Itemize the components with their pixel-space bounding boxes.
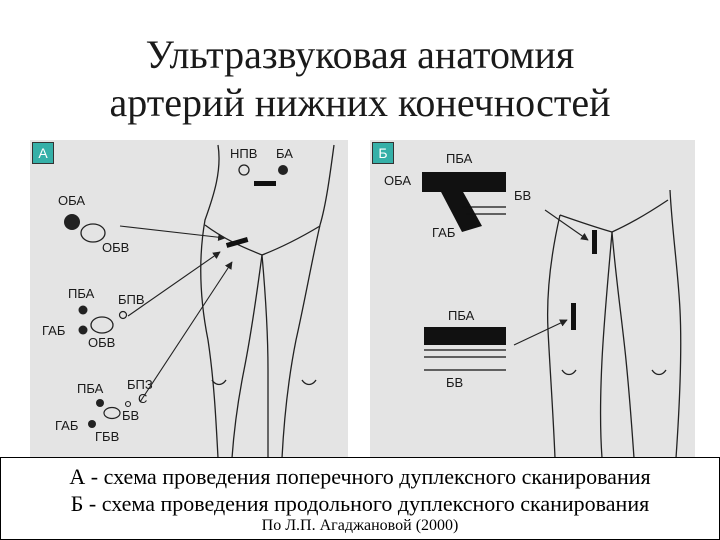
panel-a-legs-outline [200,144,335,459]
panel-b-arrows [513,209,589,346]
label-pba-2: ПБА [77,381,104,396]
panel-b-gab-branch [440,190,482,232]
label-gab-1: ГАБ [42,323,65,338]
caption-source: По Л.П. Агаджановой (2000) [261,517,459,534]
label-gab-2: ГАБ [55,418,78,433]
panel-b-pba-longitudinal-bar [424,327,506,345]
label-bpv: БПВ [118,292,145,307]
label-b-pba-top: ПБА [446,151,473,166]
label-c: С [138,391,147,406]
label-pba-1: ПБА [68,286,95,301]
pba2-vessel-icon [96,399,104,407]
panel-a-transverse-probe [225,237,249,248]
label-b-oba: ОБА [384,173,411,188]
label-b-pba-mid: ПБА [448,308,475,323]
panel-b-letter: Б [372,142,394,164]
label-obv: ОБВ [102,240,129,255]
label-bv: БВ [122,408,139,423]
npv-vessel-icon [238,164,250,176]
bpz-vessel-icon [124,400,132,408]
bpv-vessel-icon [118,310,128,320]
arrow-pba2-to-thigh [139,261,233,403]
panel-a-background [30,140,348,458]
label-gbv: ГБВ [95,429,119,444]
panel-b-legs-outline [546,189,682,459]
label-b-bv-top: БВ [514,188,531,203]
bv-vessel-icon [103,406,121,420]
ba-vessel-icon [278,165,288,175]
label-ba: БА [276,146,293,161]
label-oba: ОБА [58,193,85,208]
panel-a-top-vessels [238,164,288,186]
page-title-line-2: артерий нижних конечностей [109,80,611,125]
panel-b-background [370,140,695,458]
caption-box: А - схема проведения поперечного дуплекс… [0,457,720,540]
arrow-oba-to-probe [119,225,226,242]
panel-a-letter: А [32,142,54,164]
label-obv-2: ОБВ [88,335,115,350]
arrow-pba1-to-thigh [127,251,221,317]
panel-a-arrows [119,225,233,403]
panel-b-upper-probe [592,230,597,254]
page-title-line-1: Ультразвуковая анатомия [145,32,575,77]
gab1-vessel-icon [78,325,88,335]
panel-a-top-probe [254,181,276,186]
gab2-vessel-icon [88,420,96,428]
label-b-gab: ГАБ [432,225,455,240]
label-b-bv-bottom: БВ [446,375,463,390]
arrow-pba-to-lower-probe [513,319,568,346]
panel-b-oba-longitudinal-bar [422,172,506,192]
caption-line-2: Б - схема проведения продольного дуплекс… [70,491,650,516]
pba1-vessel-icon [78,305,88,315]
arrow-bv-to-upper-probe [544,209,589,241]
label-npv: НПВ [230,146,257,161]
caption-line-1: А - схема проведения поперечного дуплекс… [69,464,651,489]
oba-vessel-icon [64,214,80,230]
obv-vessel-icon [80,223,106,243]
obv2-vessel-icon [90,316,114,334]
label-bpz: БПЗ [127,377,153,392]
panel-b-lower-probe [571,303,576,330]
